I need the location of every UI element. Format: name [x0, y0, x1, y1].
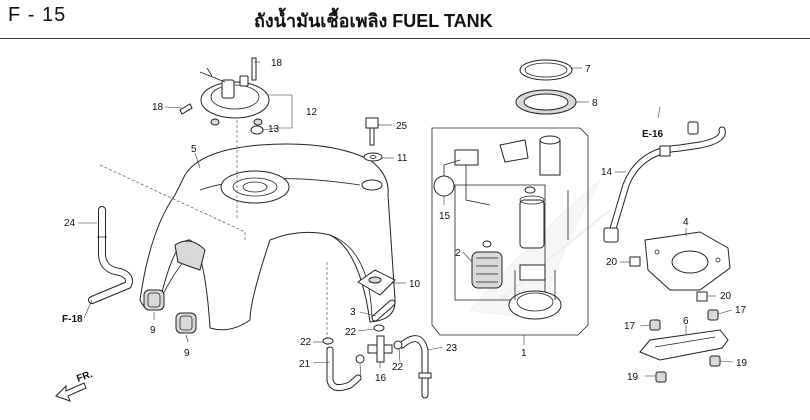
- drain-tube-23[interactable]: [398, 335, 429, 399]
- callout-20b: 20: [720, 291, 732, 302]
- callout-19b: 19: [736, 358, 748, 369]
- callout-19a: 19: [627, 372, 639, 383]
- clip-on-hose-23: [418, 372, 432, 379]
- callout-labels: 1 2 3 4 5 6 7 8 9 9 10 11 12 13 14 15 16…: [64, 58, 748, 384]
- callout-17b: 17: [735, 305, 747, 316]
- breather-hose-3[interactable]: [371, 299, 396, 322]
- leader-lines: [78, 61, 734, 379]
- cushion-9b[interactable]: [175, 312, 197, 334]
- page-title: ถังน้ำมันเชื้อเพลิง FUEL TANK: [254, 11, 493, 31]
- callout-21: 21: [299, 359, 311, 370]
- callout-22c: 22: [392, 362, 404, 373]
- reference-e16-label: E-16: [642, 129, 664, 140]
- bolt-25[interactable]: [365, 117, 379, 146]
- clip-22a[interactable]: [322, 337, 334, 345]
- tank-rubber-10[interactable]: [357, 269, 396, 296]
- callout-2: 2: [455, 248, 461, 259]
- callout-9b: 9: [184, 348, 190, 359]
- callout-10: 10: [409, 279, 421, 290]
- front-arrow-icon: [55, 382, 87, 402]
- callout-8: 8: [592, 98, 598, 109]
- fuel-feed-hose-14[interactable]: [603, 121, 726, 243]
- header-divider: [0, 38, 810, 39]
- callout-20a: 20: [606, 257, 618, 268]
- fuel-filler-cap[interactable]: [199, 67, 270, 126]
- callout-1: 1: [521, 348, 527, 359]
- callout-22b: 22: [345, 327, 357, 338]
- pump-guard-plate-4[interactable]: [644, 231, 731, 291]
- washer-11[interactable]: [363, 152, 383, 162]
- callout-14: 14: [601, 167, 613, 178]
- overflow-tube-24[interactable]: [88, 206, 133, 304]
- front-label: FR.: [75, 369, 94, 385]
- cap-collar-13[interactable]: [250, 125, 264, 135]
- reference-f18[interactable]: F-18: [62, 299, 93, 325]
- callout-17a: 17: [624, 321, 636, 332]
- callout-13: 13: [268, 124, 280, 135]
- callout-9a: 9: [150, 325, 156, 336]
- callout-16: 16: [375, 373, 387, 384]
- nut-20b[interactable]: [696, 291, 708, 302]
- fuel-filter-2[interactable]: [471, 240, 503, 289]
- callout-4: 4: [683, 217, 689, 228]
- drain-tube-21[interactable]: [326, 346, 362, 392]
- callout-11: 11: [397, 153, 408, 164]
- section-code: F - 15: [8, 4, 67, 26]
- three-way-joint-16[interactable]: [367, 335, 393, 363]
- clip-22b[interactable]: [373, 324, 385, 332]
- clip-22c[interactable]: [355, 340, 403, 364]
- callout-25: 25: [396, 121, 408, 132]
- callout-18b: 18: [152, 102, 164, 113]
- callout-12: 12: [306, 107, 318, 118]
- pump-stay-6[interactable]: [639, 329, 729, 361]
- callout-6: 6: [683, 316, 689, 327]
- callout-3: 3: [350, 307, 356, 318]
- reference-f18-label: F-18: [62, 314, 83, 325]
- pump-gasket-8[interactable]: [515, 89, 577, 115]
- pump-setting-plate-7[interactable]: [519, 59, 573, 81]
- bolt-19b[interactable]: [709, 355, 721, 367]
- callout-7: 7: [585, 64, 591, 75]
- bolt-19a[interactable]: [655, 371, 667, 383]
- reference-e16[interactable]: E-16: [642, 129, 664, 140]
- bolt-17b[interactable]: [707, 309, 719, 321]
- cap-screw-18b[interactable]: [179, 103, 193, 115]
- callout-22a: 22: [300, 337, 312, 348]
- front-direction-indicator: FR.: [55, 369, 94, 402]
- callout-18a: 18: [271, 58, 283, 69]
- bolt-17a[interactable]: [649, 319, 661, 331]
- callout-15: 15: [439, 211, 451, 222]
- callout-5: 5: [191, 144, 197, 155]
- callout-23: 23: [446, 343, 458, 354]
- watermark-logo: [469, 179, 611, 321]
- callout-24: 24: [64, 218, 76, 229]
- fuel-tank[interactable]: [139, 143, 396, 331]
- nut-20a[interactable]: [629, 256, 641, 267]
- cushion-9a[interactable]: [143, 289, 165, 311]
- cap-screw-18a[interactable]: [251, 57, 257, 81]
- fuel-pump-unit-1[interactable]: [454, 135, 569, 320]
